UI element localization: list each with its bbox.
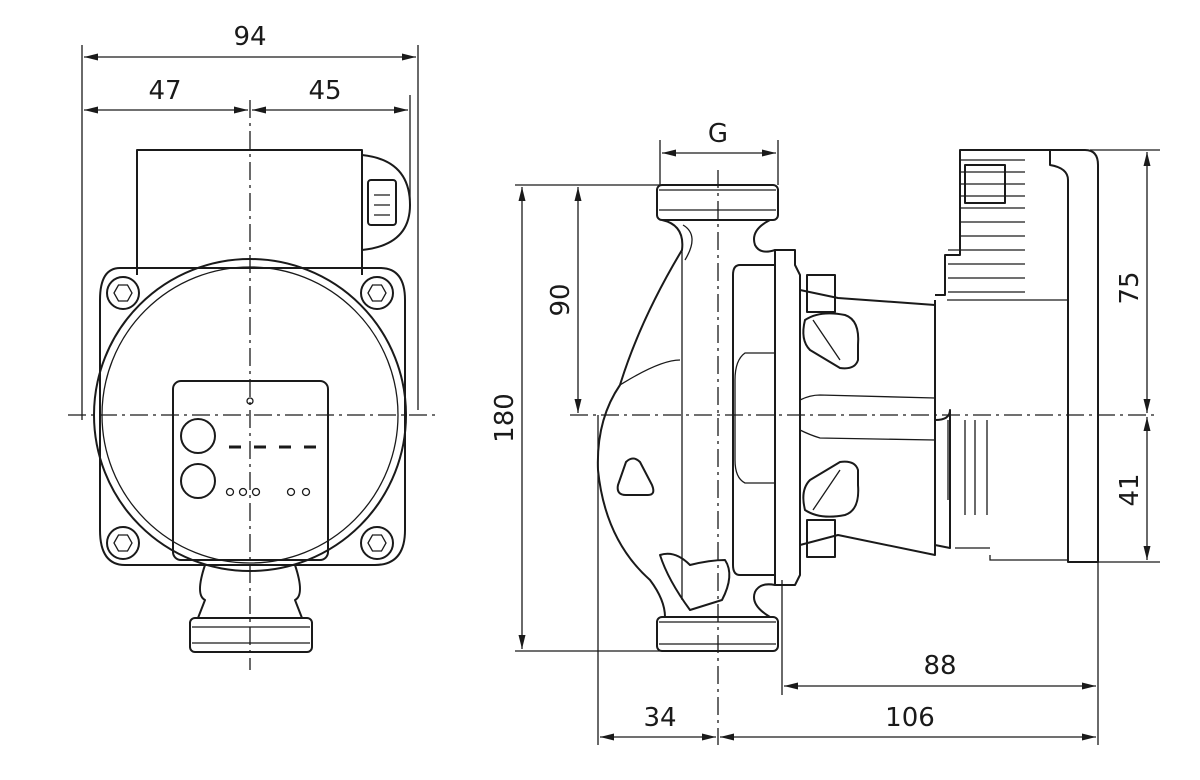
control-button-1 [180, 418, 216, 454]
outlet-flange [189, 617, 313, 653]
dim-label-45: 45 [308, 76, 341, 106]
drain-lug [659, 552, 731, 611]
control-button-2 [180, 463, 216, 499]
front-view: 94 47 45 [68, 22, 435, 670]
cooling-fins [948, 159, 1025, 293]
led-dots [225, 487, 311, 497]
dim-label-47: 47 [148, 76, 181, 106]
cable-connector [361, 154, 411, 251]
bolt-icon [106, 276, 394, 560]
motor-clip-top [806, 274, 836, 313]
dim-label-75: 75 [1115, 271, 1145, 304]
side-view: G 180 90 75 41 88 34 106 [490, 119, 1160, 745]
control-panel [172, 380, 329, 561]
volute-housing [596, 219, 684, 618]
dim-label-180: 180 [490, 393, 520, 443]
outlet-neck [197, 564, 303, 619]
dim-label-41: 41 [1115, 473, 1145, 506]
motor-flange-plate [774, 249, 801, 586]
motor-clip-bottom [806, 519, 836, 558]
impeller-housing [732, 264, 776, 576]
pump-body-outline [99, 267, 406, 566]
housing-notch-top [753, 219, 776, 253]
electronics-module [935, 149, 1050, 296]
dim-label-106: 106 [885, 703, 935, 733]
dim-label-90: 90 [546, 283, 576, 316]
dim-label-34: 34 [643, 703, 676, 733]
housing-notch-bottom [753, 583, 776, 618]
connector-plug [367, 179, 397, 226]
module-cover [1049, 149, 1099, 563]
module-latch [964, 164, 1006, 204]
dim-label-88: 88 [923, 651, 956, 681]
rib-top [802, 312, 860, 370]
dim-label-94: 94 [233, 22, 266, 52]
dim-label-g: G [708, 119, 728, 149]
rib-bottom [802, 460, 860, 518]
flow-direction-triangle-icon [616, 457, 655, 496]
motor-head [136, 149, 363, 275]
